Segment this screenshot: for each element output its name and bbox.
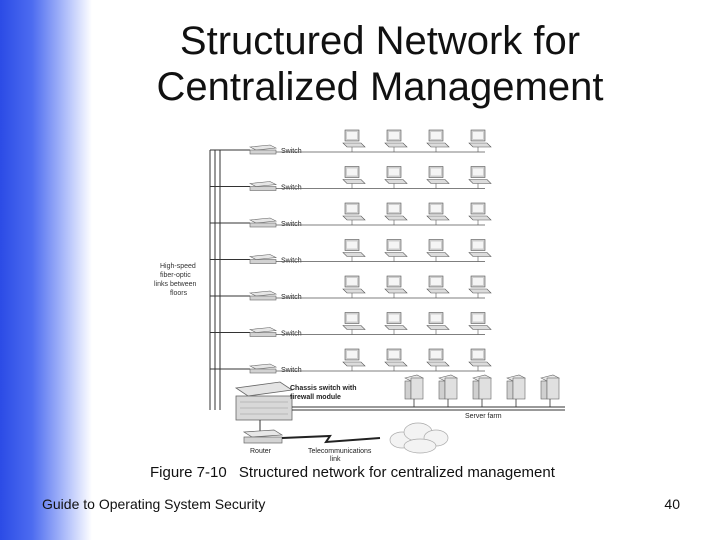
- computer-icon: [342, 348, 366, 371]
- chassis-label-line-2: firewall module: [290, 394, 341, 401]
- chassis-label-line-1: Chassis switch with: [290, 385, 357, 392]
- computer-icon: [384, 348, 408, 371]
- fiber-label: High-speed fiber-optic links between flo…: [154, 263, 197, 297]
- server-icon: [438, 374, 458, 407]
- computer-icon: [426, 275, 450, 298]
- computer-icon: [426, 166, 450, 189]
- computer-icon: [468, 129, 492, 152]
- floor-row: Switch: [210, 275, 492, 301]
- switch-label: Switch: [281, 294, 302, 301]
- fiber-label-line-2: fiber-optic: [160, 272, 191, 279]
- fiber-label-line-4: floors: [170, 290, 188, 297]
- computer-icon: [342, 239, 366, 262]
- figure-caption: Figure 7-10 Structured network for centr…: [150, 464, 555, 481]
- fiber-label-line-3: links between: [154, 281, 197, 288]
- computer-icon: [342, 166, 366, 189]
- page-number: 40: [664, 496, 680, 512]
- computer-icon: [342, 275, 366, 298]
- switch-label: Switch: [281, 148, 302, 155]
- server-farm-label: Server farm: [465, 413, 502, 420]
- switch-label: Switch: [281, 221, 302, 228]
- switch-icon: [248, 363, 278, 374]
- chassis-switch-icon: [234, 381, 294, 421]
- computer-icon: [468, 239, 492, 262]
- network-diagram: SwitchSwitchSwitchSwitchSwitchSwitchSwit…: [154, 129, 565, 463]
- telecom-label-line-2: link: [330, 456, 341, 463]
- internet-cloud-icon: [389, 422, 449, 454]
- router-icon: [242, 429, 284, 444]
- switch-icon: [248, 181, 278, 191]
- slide-side-gradient: [0, 0, 92, 540]
- slide-title: Structured Network for Centralized Manag…: [40, 18, 720, 110]
- footer-book-title: Guide to Operating System Security: [42, 496, 266, 512]
- switch-icon: [248, 327, 278, 337]
- computer-icon: [342, 129, 366, 152]
- floor-row: Switch: [210, 166, 492, 192]
- switch-label: Switch: [281, 258, 302, 265]
- server-icon: [506, 374, 526, 407]
- computer-icon: [468, 166, 492, 189]
- figure-caption-label: Figure 7-10: [150, 464, 227, 481]
- floor-row: Switch: [210, 312, 492, 338]
- computer-icon: [468, 312, 492, 335]
- switch-icon: [248, 254, 278, 264]
- fiber-label-line-1: High-speed: [160, 263, 196, 270]
- computer-icon: [384, 129, 408, 152]
- computer-icon: [468, 348, 492, 371]
- title-line-1: Structured Network for: [179, 19, 581, 63]
- telecom-label-line-1: Telecommunications: [308, 448, 372, 455]
- computer-icon: [426, 202, 450, 225]
- floors-group: SwitchSwitchSwitchSwitchSwitchSwitchSwit…: [210, 129, 492, 374]
- servers-group: [404, 374, 560, 407]
- floor-row: Switch: [210, 202, 492, 228]
- computer-icon: [342, 312, 366, 335]
- title-line-2: Centralized Management: [156, 65, 604, 109]
- computer-icon: [342, 202, 366, 225]
- router-label: Router: [250, 448, 272, 455]
- computer-icon: [468, 202, 492, 225]
- server-icon: [540, 374, 560, 407]
- floor-row: Switch: [210, 239, 492, 265]
- computer-icon: [426, 129, 450, 152]
- figure-caption-text: Structured network for centralized manag…: [238, 464, 555, 481]
- computer-icon: [384, 239, 408, 262]
- computer-icon: [384, 275, 408, 298]
- switch-label: Switch: [281, 331, 302, 338]
- computer-icon: [468, 275, 492, 298]
- switch-icon: [248, 144, 278, 155]
- computer-icon: [426, 348, 450, 371]
- switch-icon: [248, 290, 278, 301]
- telecom-link-bolt: [281, 434, 381, 444]
- computer-icon: [426, 312, 450, 335]
- floor-row: Switch: [210, 348, 492, 374]
- switch-label: Switch: [281, 185, 302, 192]
- switch-label: Switch: [281, 367, 302, 374]
- switch-icon: [248, 217, 278, 228]
- computer-icon: [384, 166, 408, 189]
- server-icon: [404, 374, 424, 407]
- floor-row: Switch: [210, 129, 492, 155]
- computer-icon: [426, 239, 450, 262]
- server-icon: [472, 374, 492, 407]
- computer-icon: [384, 202, 408, 225]
- computer-icon: [384, 312, 408, 335]
